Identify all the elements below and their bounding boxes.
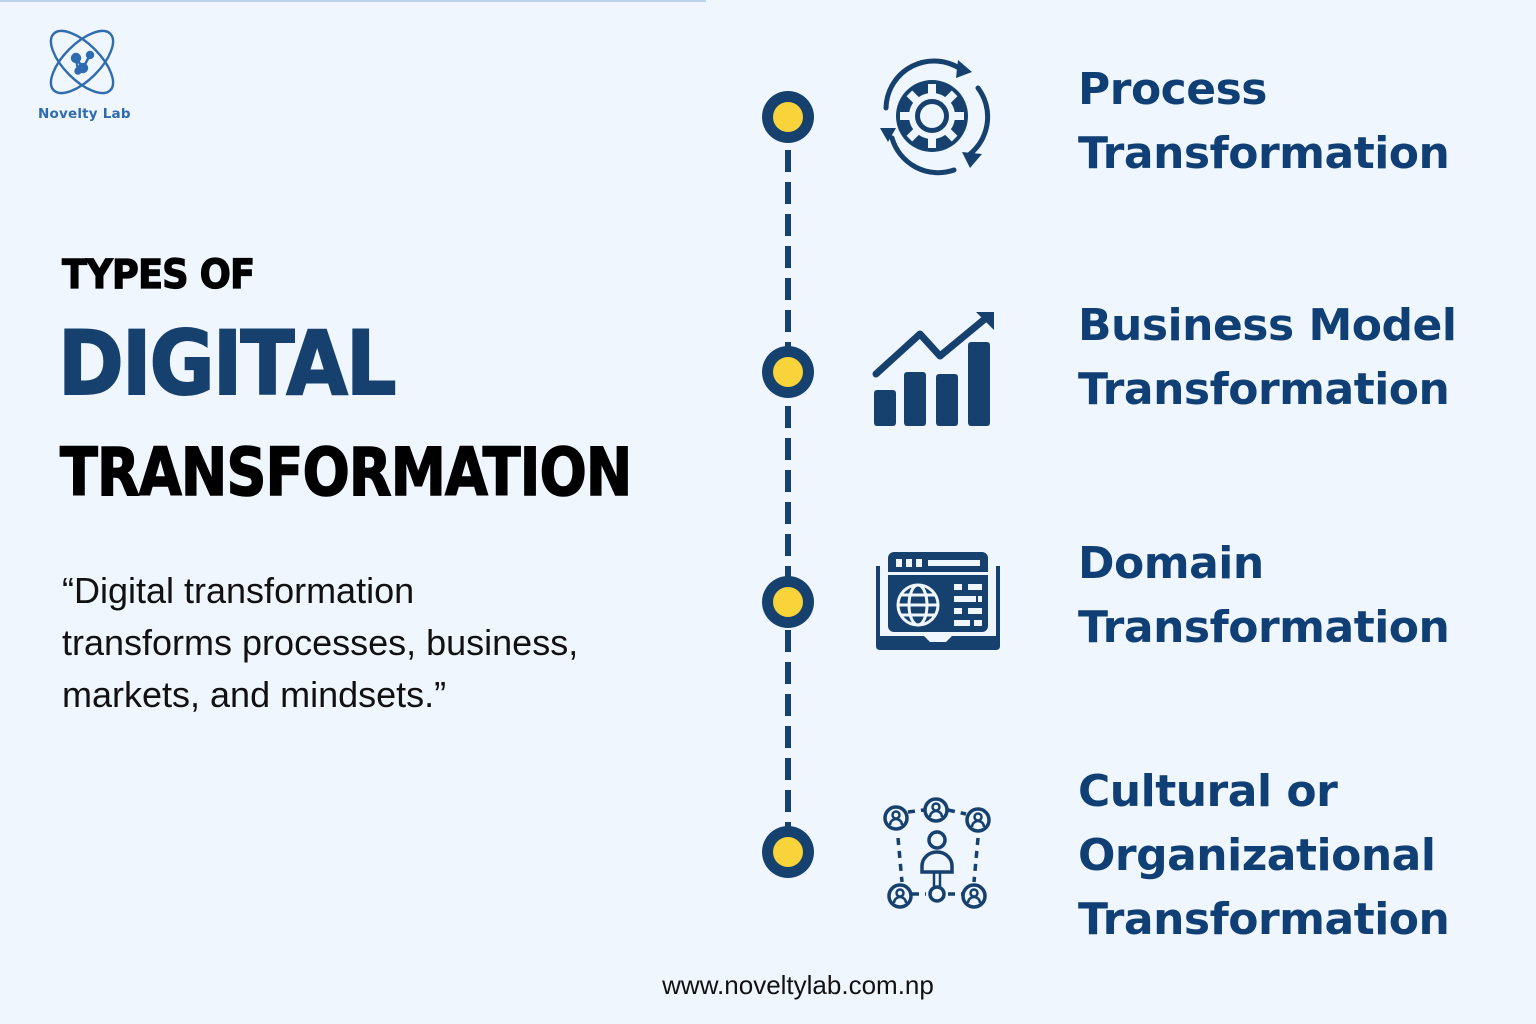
website-url: www.noveltylab.com.np xyxy=(662,970,934,1000)
timeline-node xyxy=(762,91,814,143)
web-laptop-icon xyxy=(874,550,1002,656)
timeline-dashed-line xyxy=(785,118,791,852)
title-line: Organizational xyxy=(1078,830,1436,881)
heading-digital: DIGITAL xyxy=(57,312,397,415)
title-line: Cultural or xyxy=(1078,766,1338,817)
atom-network-icon xyxy=(49,29,115,95)
brand-logo: Novelty Lab xyxy=(36,26,136,122)
heading-types-of: TYPES OF xyxy=(61,251,255,298)
timeline-node xyxy=(762,826,814,878)
growth-chart-icon xyxy=(872,308,996,434)
item-title-business-model: Business Model Transformation xyxy=(1078,294,1457,422)
quote: “Digital transformation transforms proce… xyxy=(62,565,682,721)
quote-line: markets, and mindsets.” xyxy=(62,674,447,715)
title-line: Transformation xyxy=(1078,128,1450,179)
item-title-process: Process Transformation xyxy=(1078,58,1450,186)
title-line: Transformation xyxy=(1078,602,1450,653)
timeline-node xyxy=(762,346,814,398)
title-line: Domain xyxy=(1078,538,1264,589)
heading-transformation: TRANSFORMATION xyxy=(59,434,633,511)
gear-cycle-icon xyxy=(866,50,998,186)
quote-line: “Digital transformation xyxy=(62,570,415,611)
people-network-icon xyxy=(878,796,996,920)
quote-line: transforms processes, business, xyxy=(62,622,579,663)
timeline-node xyxy=(762,576,814,628)
title-line: Transformation xyxy=(1078,894,1450,945)
title-line: Transformation xyxy=(1078,364,1450,415)
top-border-line xyxy=(0,0,706,2)
item-title-cultural: Cultural or Organizational Transformatio… xyxy=(1078,760,1450,952)
item-title-domain: Domain Transformation xyxy=(1078,532,1450,660)
brand-name: Novelty Lab xyxy=(38,106,131,122)
title-line: Business Model xyxy=(1078,300,1457,351)
title-line: Process xyxy=(1078,64,1267,115)
